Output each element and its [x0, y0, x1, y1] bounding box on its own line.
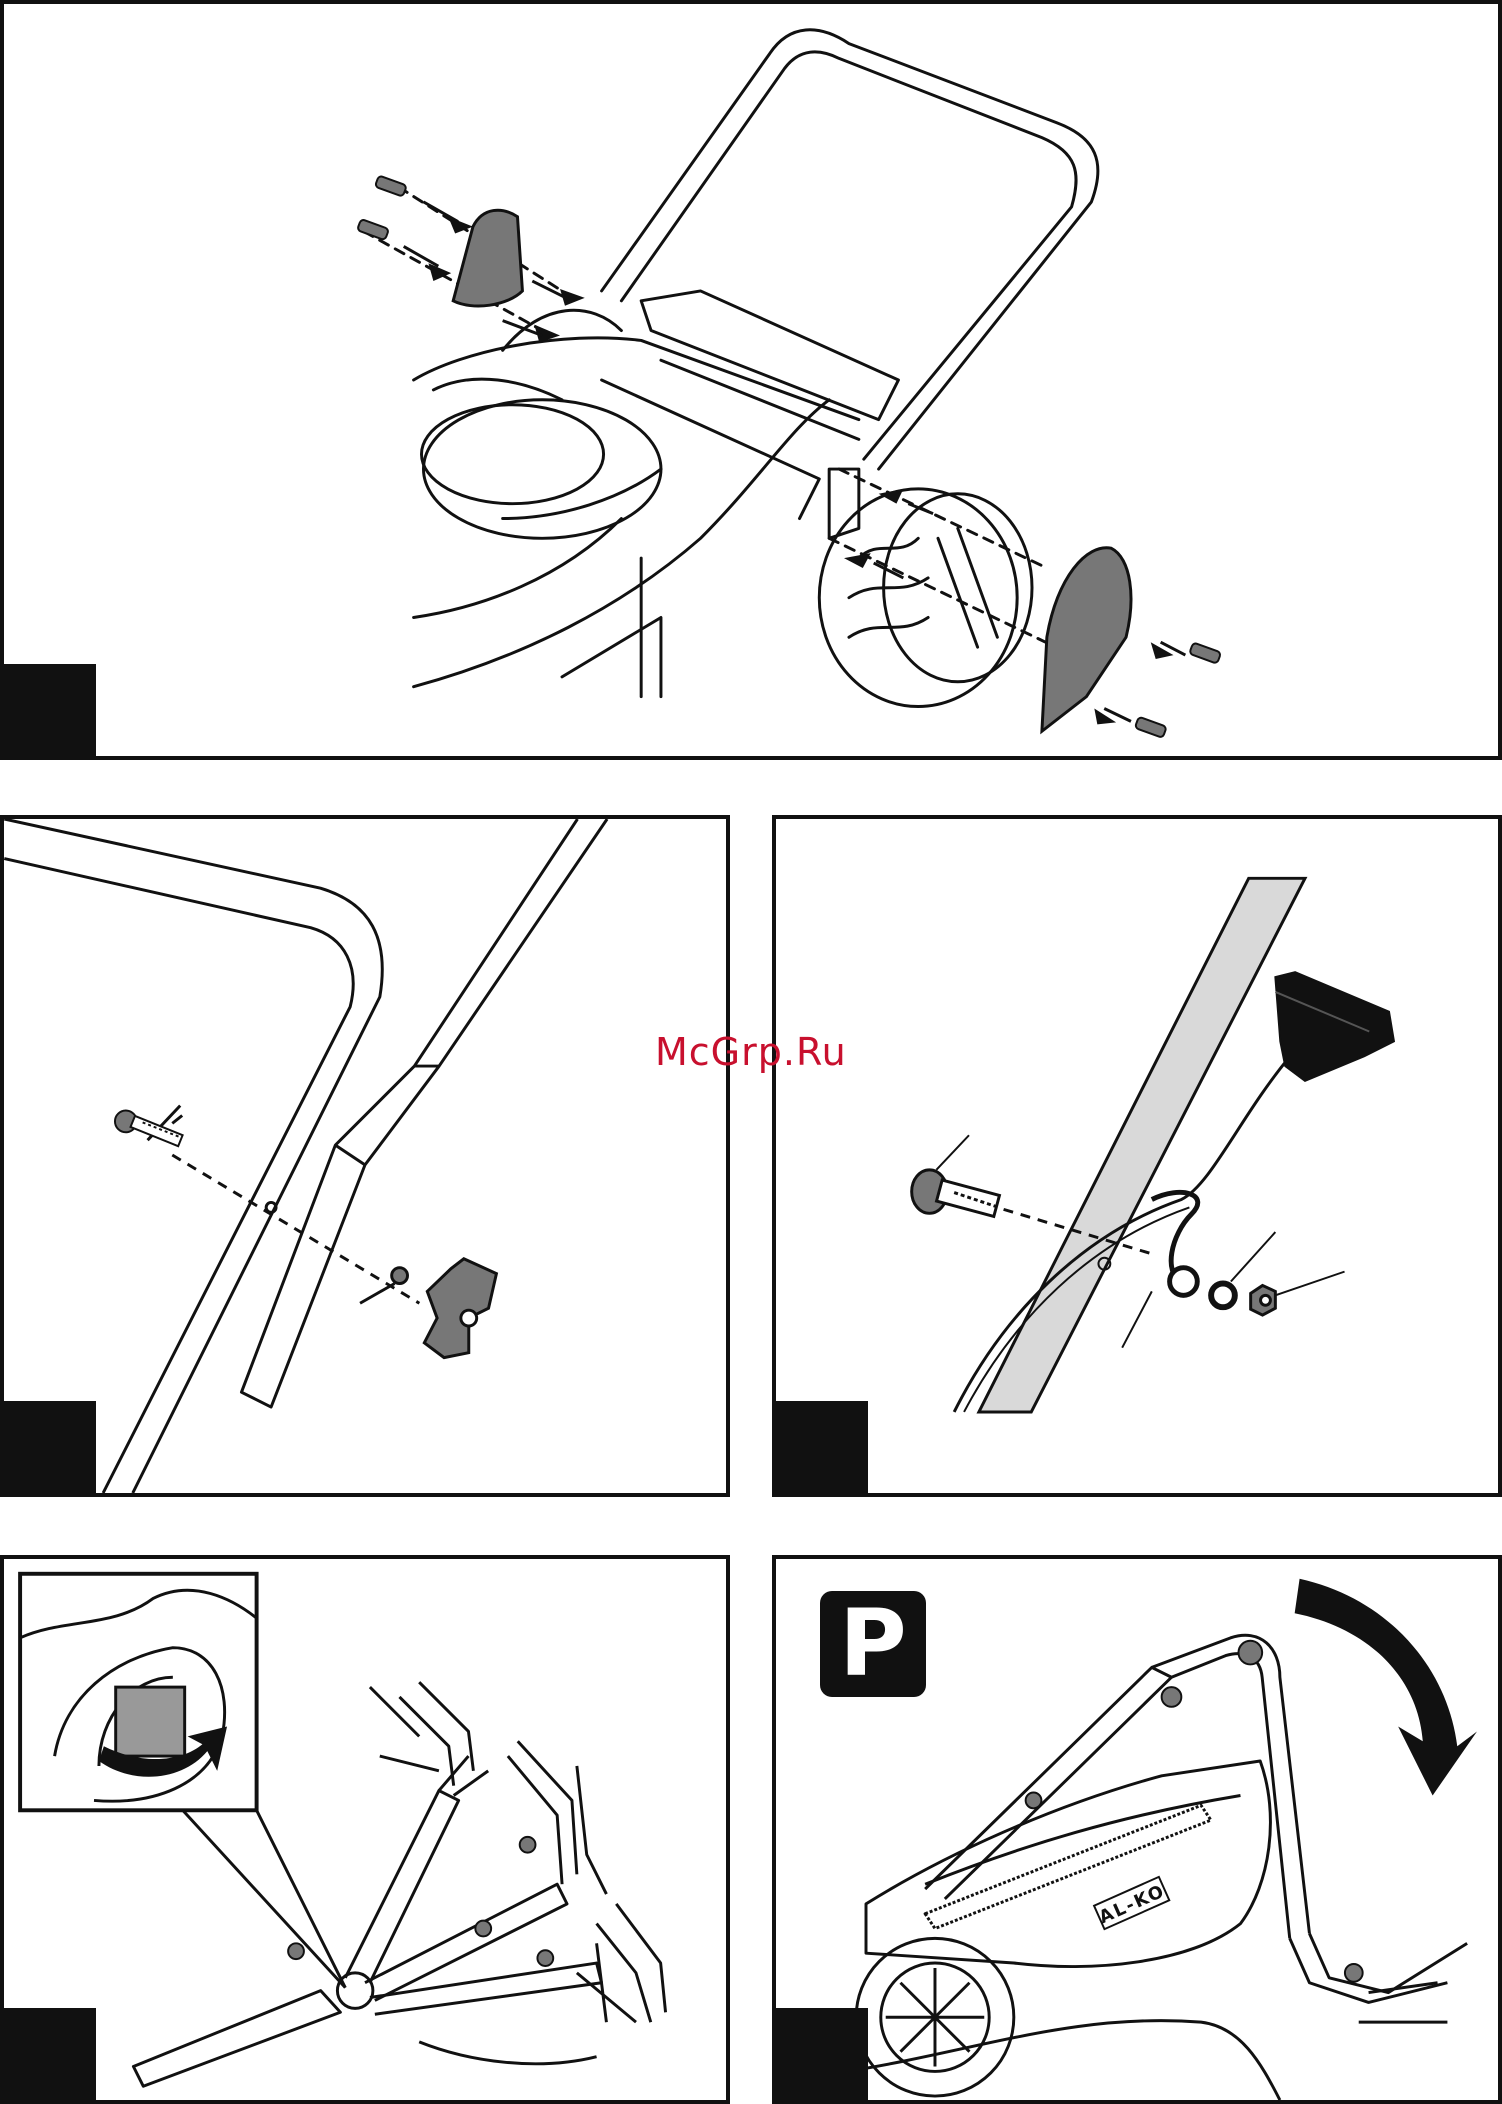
watermark: McGrp.Ru	[655, 1030, 847, 1074]
step-number-box	[4, 1401, 96, 1493]
handle-mount-illustration	[4, 4, 1498, 756]
panel-handle-knob	[0, 815, 730, 1497]
handle-knob-illustration	[4, 819, 726, 1493]
panel-parking: P	[772, 1555, 1502, 2104]
step-number-box	[776, 1401, 868, 1493]
curved-arrow-icon	[1295, 1579, 1477, 1796]
panel-fold-positions	[0, 1555, 730, 2104]
side-cover-lower	[1042, 548, 1131, 732]
knob-icon	[424, 1259, 496, 1358]
panel-cable-clip	[772, 815, 1502, 1497]
nut	[1251, 1285, 1276, 1315]
knob-icon	[288, 1837, 553, 1966]
bolt-icon	[912, 1170, 1000, 1217]
step-number-box	[776, 2008, 868, 2100]
washer	[392, 1268, 408, 1284]
parking-illustration: AL-KO	[776, 1559, 1498, 2100]
fold-positions-illustration	[4, 1559, 726, 2100]
knob-icon	[1275, 972, 1394, 1081]
panel-handle-mount	[0, 0, 1502, 760]
handle-strip	[979, 878, 1305, 1412]
knob-icon	[1026, 1641, 1363, 1982]
step-number-box	[4, 2008, 96, 2100]
step-number-box	[4, 664, 96, 756]
cable-clip-illustration	[776, 819, 1498, 1493]
